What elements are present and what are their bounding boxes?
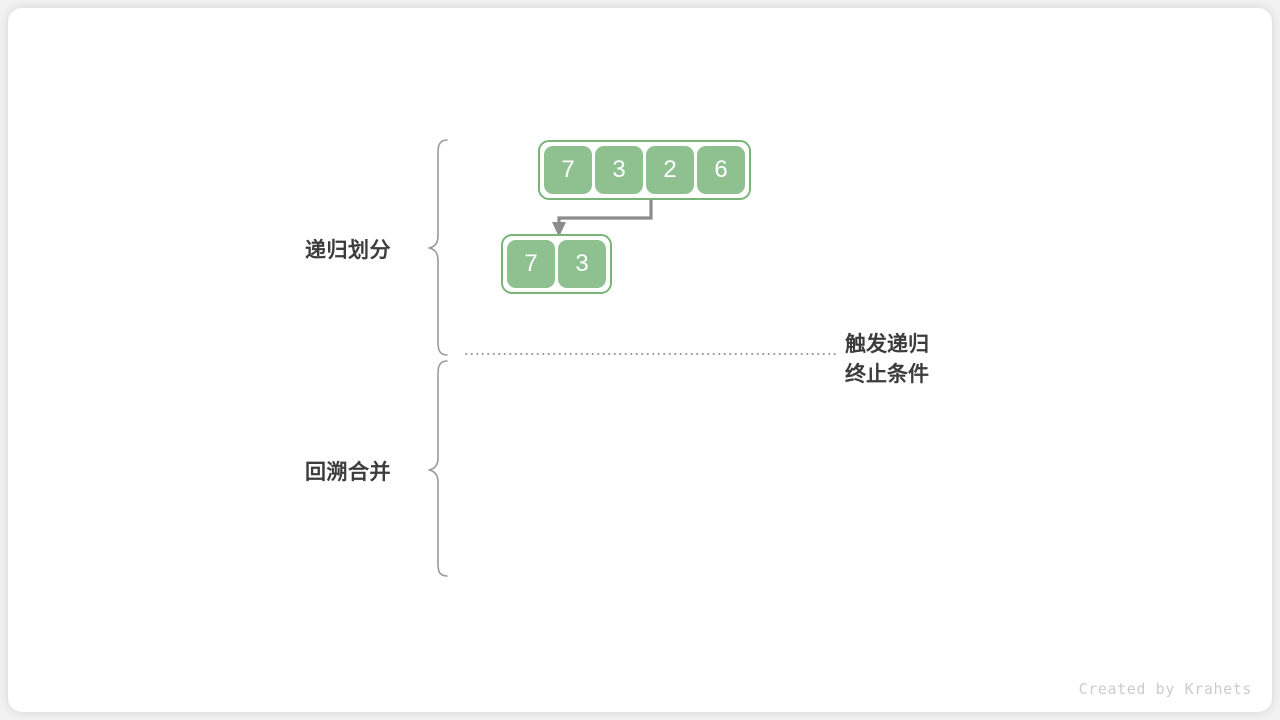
array-cell: 7	[507, 240, 555, 288]
divide-arrow-head	[552, 222, 566, 237]
annotation-line-1: 触发递归	[845, 333, 929, 356]
section-label-merge: 回溯合并	[305, 461, 391, 484]
divide-brace	[428, 139, 448, 356]
divide-arrow	[557, 198, 653, 228]
array-cell: 6	[697, 146, 745, 194]
array-cell: 7	[544, 146, 592, 194]
annotation-line-2: 终止条件	[845, 363, 929, 386]
array-cell: 3	[595, 146, 643, 194]
merge-brace	[428, 360, 448, 577]
array-cell: 3	[558, 240, 606, 288]
diagram-card	[8, 8, 1272, 712]
section-label-divide: 递归划分	[305, 239, 391, 262]
footer-credit: Created by Krahets	[1078, 680, 1252, 698]
root-array: 7 3 2 6	[538, 140, 751, 200]
array-cell: 2	[646, 146, 694, 194]
left-half-array: 7 3	[501, 234, 612, 294]
recursion-base-annotation: 触发递归 终止条件	[845, 330, 929, 390]
